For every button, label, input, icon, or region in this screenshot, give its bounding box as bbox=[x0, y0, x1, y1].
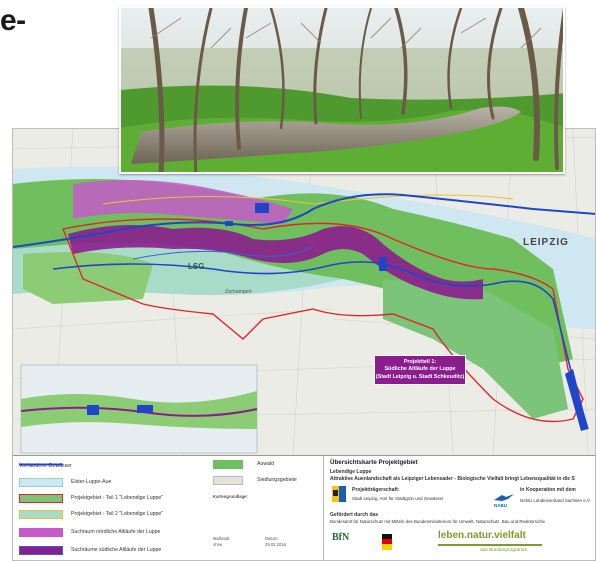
legend-swatch-siedlung bbox=[213, 476, 243, 485]
legend-massstab-label: Maßstab: bbox=[213, 536, 231, 541]
info-gefoerdert-label: Gefördert durch das bbox=[330, 512, 379, 518]
map-label-lsg: LSG bbox=[188, 262, 205, 271]
legend-item-suchraum-sued: Suchräume südliche Altläufe der Luppe bbox=[19, 544, 161, 556]
info-kooperation-label: in Kooperation mit dem bbox=[520, 487, 576, 493]
nabu-bird-icon bbox=[494, 494, 514, 501]
legend-kartengrundlage: Kartengrundlage: bbox=[213, 494, 248, 499]
info-traeger-value: Stadt Leipzig, Amt für Stadtgrün und Gew… bbox=[352, 496, 444, 501]
project-area-map: LEIPZIG LSG Zschampert Alte Luppe Projek… bbox=[12, 128, 596, 561]
bundesprogramm-label: das Bundesprogramm bbox=[480, 548, 528, 553]
info-project-name: Lebendige Luppe bbox=[330, 469, 372, 475]
info-kooperation-value: NABU Landesverband Sachsen e.V. bbox=[520, 498, 591, 503]
floodplain-forest-photo bbox=[119, 6, 565, 174]
info-title: Übersichtskarte Projektgebiet bbox=[330, 459, 418, 466]
project-part-1-callout: Projektteil 1: Südliche Altläufe der Lup… bbox=[374, 355, 466, 385]
legend-item-teil-1: Projektgebiet - Teil 1 "Lebendige Luppe" bbox=[19, 492, 163, 504]
bfn-logo: BfN bbox=[332, 532, 350, 543]
legend-item-gewaesser: Vorhandene Gewässer bbox=[19, 463, 72, 469]
info-project-subtitle: Attraktive Auenlandschaft als Leipziger … bbox=[330, 476, 575, 482]
leben-natur-vielfalt-logo: leben.natur.vielfalt bbox=[438, 530, 526, 541]
map-drawing bbox=[13, 129, 595, 455]
map-info-panel: Übersichtskarte Projektgebiet Lebendige … bbox=[323, 456, 595, 560]
slide-title-fragment: e- bbox=[0, 4, 26, 37]
legend-label-siedlung: Siedlungsgebiete bbox=[257, 477, 297, 483]
legend-item-suchraum-nord: Suchraum nördliche Altläufe der Luppe bbox=[19, 526, 160, 538]
leipzig-coat-of-arms-icon bbox=[332, 486, 346, 502]
forest-river-illustration bbox=[121, 8, 563, 172]
nabu-logo: NABU bbox=[494, 503, 507, 508]
legend-swatch-auwald bbox=[213, 460, 243, 469]
legend-datum-label: Datum: bbox=[265, 536, 279, 541]
legend-item-elster-luppe-aue: Elster-Luppe-Aue bbox=[19, 476, 111, 488]
map-label-zschampert: Zschampert bbox=[225, 289, 252, 295]
leben-logo-underline bbox=[438, 544, 542, 546]
legend-datum-value: 29.02.2016 bbox=[265, 542, 286, 547]
map-label-leipzig: LEIPZIG bbox=[523, 237, 569, 248]
map-legend: Vorhandene Gewässer Elster-Luppe-Aue Pro… bbox=[13, 455, 595, 560]
map-label-alte-luppe: Alte Luppe bbox=[245, 241, 269, 247]
info-traeger-label: Projektträgerschaft: bbox=[352, 487, 400, 493]
legend-label-auwald: Auwald bbox=[257, 461, 275, 467]
info-gefoerdert-value: Bundesamt für Naturschutz mit Mitteln de… bbox=[330, 519, 545, 524]
legend-massstab-value: ohne bbox=[213, 542, 223, 547]
federal-eagle-icon bbox=[382, 534, 392, 550]
legend-item-teil-2: Projektgebiet - Teil 2 "Lebendige Luppe" bbox=[19, 508, 163, 520]
